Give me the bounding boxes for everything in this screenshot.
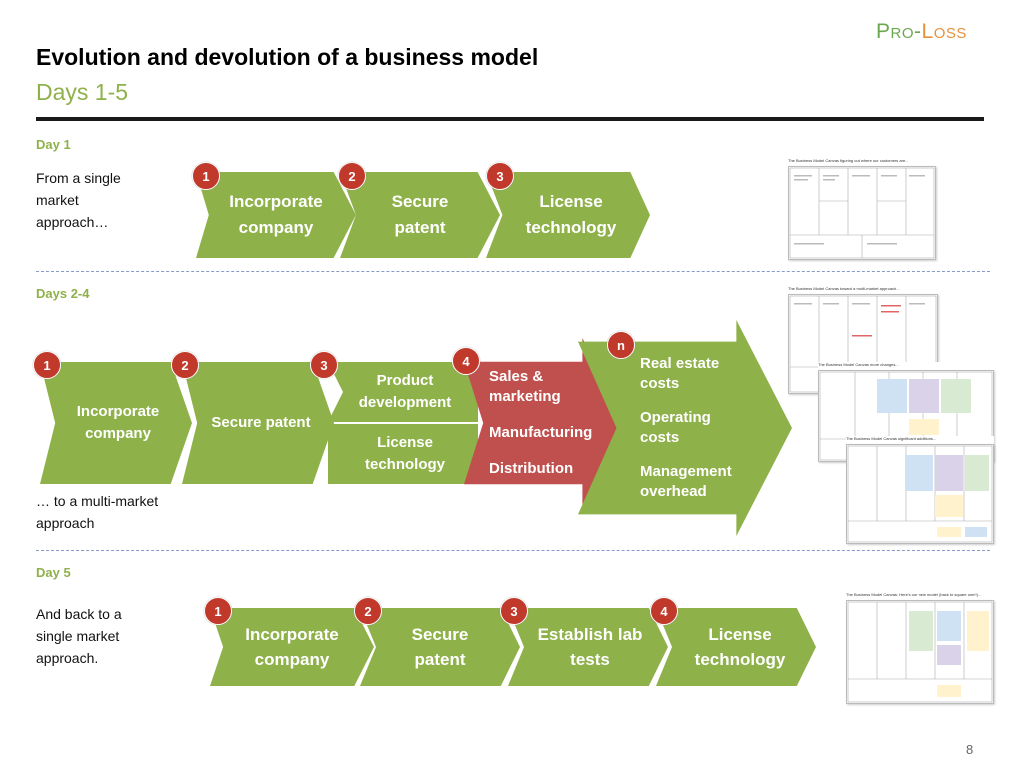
day1-step-3: License technology	[486, 172, 650, 258]
title-rule	[36, 117, 984, 121]
day5-step-4-label: License technology	[694, 625, 786, 669]
days24-step-4-item-1: Sales & marketing	[489, 368, 561, 405]
day1-canvas-thumbnail: The Business Model Canvas figuring out w…	[788, 158, 936, 263]
canvas-grid-graphic	[819, 371, 993, 461]
day5-step-2: Secure patent	[360, 608, 520, 686]
day1-badge-2: 2	[338, 162, 366, 190]
day5-step-1-label: Incorporate company	[245, 625, 339, 669]
canvas-grid-graphic	[789, 167, 935, 259]
days24-step-3-top-label: Product development	[358, 372, 452, 411]
days24-canvas-title-1: The Business Model Canvas toward a multi…	[788, 286, 900, 291]
logo-letters-ro: RO	[890, 25, 915, 42]
days24-canvas-grid-3	[846, 444, 994, 544]
days24-badge-n: n	[607, 331, 635, 359]
days24-badge-4: 4	[452, 347, 480, 375]
day1-step-1: Incorporate company	[196, 172, 356, 258]
divider-1	[36, 271, 990, 272]
pro-loss-logo: PRO-LOSS	[876, 20, 967, 44]
day1-step-2: Secure patent	[340, 172, 500, 258]
days24-step-n-item-2: Operating costs	[640, 409, 711, 446]
days24-step-1-label: Incorporate company	[76, 403, 160, 442]
day1-step-2-label: Secure patent	[391, 192, 449, 237]
divider-2	[36, 550, 990, 551]
days24-step-n-items: Real estate costs Operating costs Manage…	[640, 354, 750, 502]
days24-badge-1: 1	[33, 351, 61, 379]
days24-canvas-title-2: The Business Model Canvas more changes..…	[818, 362, 994, 370]
days24-description: … to a multi-market approach	[36, 493, 159, 531]
day5-badge-1: 1	[204, 597, 232, 625]
slide-subtitle: Days 1-5	[36, 79, 129, 105]
section-label-day5: Day 5	[36, 565, 71, 580]
canvas-grid-graphic	[847, 601, 993, 703]
days24-step-n-item-1: Real estate costs	[640, 355, 720, 392]
days24-step-1: Incorporate company	[40, 362, 192, 484]
days24-step-2: Secure patent	[182, 362, 334, 484]
days24-canvas-title-3: The Business Model Canvas significant ad…	[846, 436, 994, 444]
logo-dash: -	[914, 20, 922, 43]
day5-canvas-grid	[846, 600, 994, 704]
days24-step-4-item-2: Manufacturing	[489, 424, 593, 441]
day5-step-1: Incorporate company	[210, 608, 374, 686]
days24-step-3-product-development: Product development	[328, 362, 478, 422]
days24-step-4-items: Sales & marketing Manufacturing Distribu…	[489, 367, 609, 479]
section-label-day1: Day 1	[36, 137, 71, 152]
days24-step-3-bottom-label: License technology	[364, 434, 445, 473]
day5-badge-3: 3	[500, 597, 528, 625]
days24-step-n-item-3: Management overhead	[640, 463, 732, 500]
day1-badge-3: 3	[486, 162, 514, 190]
day5-step-3: Establish lab tests	[508, 608, 668, 686]
days24-step-3-license-technology: License technology	[328, 424, 478, 484]
days24-step-2-label: Secure patent	[211, 414, 311, 431]
day5-description: And back to a single market approach.	[36, 606, 122, 666]
days24-canvas-thumbnail-3: The Business Model Canvas significant ad…	[846, 436, 994, 544]
section-label-days2-4: Days 2-4	[36, 286, 90, 301]
canvas-grid-graphic	[847, 445, 993, 543]
day5-step-4: License technology	[656, 608, 816, 686]
day1-canvas-title: The Business Model Canvas figuring out w…	[788, 158, 909, 163]
day1-step-1-label: Incorporate company	[229, 192, 323, 237]
logo-letter-p: P	[876, 20, 891, 43]
day5-badge-4: 4	[650, 597, 678, 625]
logo-letter-l: L	[921, 20, 934, 43]
days24-badge-3: 3	[310, 351, 338, 379]
page-number: 8	[966, 742, 974, 757]
day5-step-3-label: Establish lab tests	[537, 625, 643, 669]
days24-badge-2: 2	[171, 351, 199, 379]
days24-step-4-item-3: Distribution	[489, 460, 574, 477]
day5-badge-2: 2	[354, 597, 382, 625]
day1-badge-1: 1	[192, 162, 220, 190]
day5-canvas-title: The Business Model Canvas: Here's our ne…	[846, 592, 982, 597]
day1-description: From a single market approach…	[36, 170, 121, 230]
day5-canvas-thumbnail: The Business Model Canvas: Here's our ne…	[846, 592, 994, 704]
slide-title: Evolution and devolution of a business m…	[36, 44, 539, 70]
day1-step-3-label: License technology	[525, 192, 617, 237]
logo-letters-oss: OSS	[933, 25, 967, 42]
day1-canvas-grid	[788, 166, 936, 260]
day5-step-2-label: Secure patent	[411, 625, 469, 669]
